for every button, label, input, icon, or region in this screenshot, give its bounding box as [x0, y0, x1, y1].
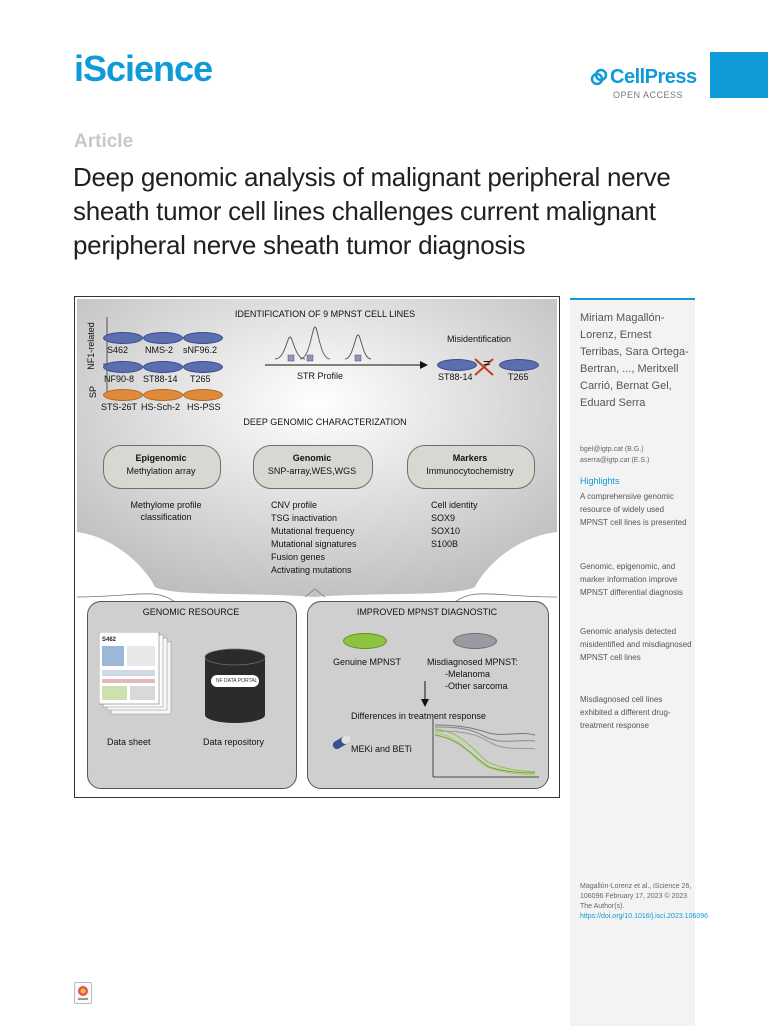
markers-title: Markers	[452, 453, 488, 463]
highlight-3: Genomic analysis detected misidentified …	[580, 627, 692, 662]
portal-label: NF DATA PORTAL	[216, 678, 258, 684]
data-repository-label: Data repository	[203, 737, 265, 747]
markers-pill	[407, 445, 535, 489]
genomic-pill	[253, 445, 373, 489]
genomic-item-1: CNV profile	[271, 500, 318, 510]
mis-equals: =	[483, 355, 491, 370]
markers-item-4: S100B	[431, 539, 459, 549]
misdiagnosed-other: -Other sarcoma	[445, 681, 508, 691]
genomic-item-2: TSG inactivation	[271, 513, 338, 523]
markers-item-3: SOX10	[431, 526, 461, 536]
doi-link[interactable]: https://doi.org/10.1016/j.isci.2023.1060…	[580, 913, 709, 920]
label-nf908: NF90-8	[104, 374, 135, 384]
check-for-updates-icon[interactable]	[74, 982, 92, 1004]
email-2[interactable]: aserra@igtp.cat (E.S.)	[580, 457, 650, 464]
pill-capsule-icon	[332, 735, 352, 749]
email-1[interactable]: bgel@igtp.cat (B.G.)	[580, 446, 644, 453]
side-label-sp: SP	[88, 385, 99, 399]
label-t265: T265	[190, 374, 211, 384]
highlight-2: Genomic, epigenomic, and marker informat…	[580, 562, 683, 597]
disc-nms2	[143, 332, 183, 344]
sidebar	[570, 298, 695, 1026]
label-hssch2: HS-Sch-2	[141, 402, 181, 412]
genomic-item-6: Activating mutations	[271, 565, 352, 575]
genomic-sub: SNP-array,WES,WGS	[267, 466, 357, 476]
markers-sub: Immunocytochemistry	[426, 466, 514, 476]
label-st8814: ST88-14	[143, 374, 178, 384]
mis-label-t265: T265	[508, 372, 529, 382]
article-type: Article	[74, 131, 134, 152]
journal-name: iScience	[74, 48, 213, 89]
misdiagnosed-label: Misdiagnosed MPNST:	[427, 657, 519, 667]
label-nms2: NMS-2	[145, 345, 174, 355]
publisher-name: CellPress	[610, 66, 697, 88]
author-list: Miriam Magallón-Lorenz, Ernest Terribas,…	[580, 312, 689, 409]
label-sts26t: STS-26T	[101, 402, 138, 412]
citation-text: Magallón-Lorenz et al., iScience 26, 106…	[580, 883, 692, 910]
disc-misdiagnosed	[453, 633, 497, 649]
brand-tab	[710, 52, 768, 98]
updates-badge-icon	[78, 986, 88, 1000]
epigenomic-item-1: Methylome profile	[130, 500, 202, 510]
disc-s462	[103, 332, 143, 344]
epigenomic-title: Epigenomic	[135, 453, 187, 463]
disc-hspss	[183, 389, 223, 401]
disc-st8814	[143, 361, 183, 373]
citation: Magallón-Lorenz et al., iScience 26, 106…	[580, 882, 709, 922]
mis-label-st8814: ST88-14	[438, 372, 473, 382]
highlights-title: Highlights	[580, 476, 620, 486]
disc-mis-st8814	[437, 359, 477, 371]
dose-response-plot	[432, 719, 539, 778]
fig-header-identification: IDENTIFICATION OF 9 MPNST CELL LINES	[234, 309, 416, 319]
epigenomic-sub: Methylation array	[126, 466, 196, 476]
database-icon	[204, 648, 266, 723]
fig-header-characterization: DEEP GENOMIC CHARACTERIZATION	[243, 417, 407, 427]
genomic-resource-title: GENOMIC RESOURCE	[142, 607, 240, 617]
genomic-item-5: Fusion genes	[271, 552, 326, 562]
markers-item-1: Cell identity	[431, 500, 478, 510]
correspondence-emails: bgel@igtp.cat (B.G.) aserra@igtp.cat (E.…	[580, 444, 690, 466]
disc-snf962	[183, 332, 223, 344]
label-hspss: HS-PSS	[187, 402, 221, 412]
highlight-4: Misdiagnosed cell lines exhibited a diff…	[580, 695, 671, 730]
drugs-label: MEKi and BETi	[351, 744, 412, 754]
epigenomic-pill	[103, 445, 221, 489]
epigenomic-item-2: classification	[140, 512, 192, 522]
disc-t265	[183, 361, 223, 373]
disc-genuine	[343, 633, 387, 649]
markers-item-2: SOX9	[431, 513, 456, 523]
open-access-label: OPEN ACCESS	[613, 90, 684, 100]
side-label-nf1: NF1-related	[85, 322, 96, 370]
misdiagnosed-melanoma: -Melanoma	[445, 669, 491, 679]
genomic-item-3: Mutational frequency	[271, 526, 355, 536]
highlight-1: A comprehensive genomic resource of wide…	[580, 492, 687, 527]
diagnostic-panel	[307, 601, 549, 789]
genomic-item-4: Mutational signatures	[271, 539, 357, 549]
treatment-label: Differences in treatment response	[351, 711, 486, 721]
article-title: Deep genomic analysis of malignant perip…	[73, 162, 671, 260]
label-snf962: sNF96.2	[183, 345, 218, 355]
down-arrow-icon	[421, 681, 429, 707]
disc-hssch2	[143, 389, 183, 401]
diagnostic-title: IMPROVED MPNST DIAGNOSTIC	[356, 607, 498, 617]
cellpress-mark-icon	[590, 68, 608, 86]
disc-sts26t	[103, 389, 143, 401]
graphical-abstract: IDENTIFICATION OF 9 MPNST CELL LINES NF1…	[74, 296, 560, 798]
data-sheet-icon: S462	[99, 632, 172, 715]
genomic-title: Genomic	[292, 453, 332, 463]
str-profile-label: STR Profile	[297, 371, 344, 381]
data-sheet-label: Data sheet	[107, 737, 151, 747]
disc-mis-t265	[499, 359, 539, 371]
disc-nf908	[103, 361, 143, 373]
cellpress-logo[interactable]: CellPress	[590, 66, 697, 89]
genuine-label: Genuine MPNST	[333, 657, 402, 667]
sheet-tag: S462	[102, 637, 117, 643]
label-s462: S462	[107, 345, 129, 355]
misidentification-label: Misidentification	[447, 334, 512, 344]
